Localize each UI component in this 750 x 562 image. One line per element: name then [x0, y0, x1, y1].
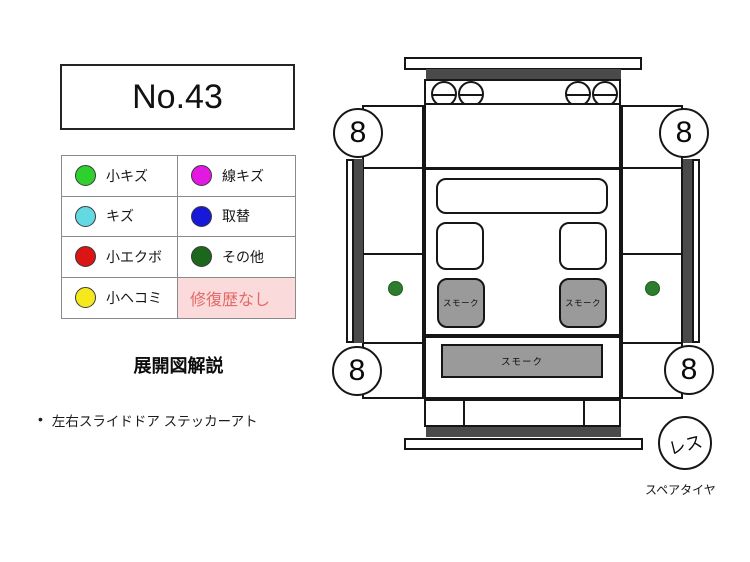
legend-label: 線キズ: [222, 167, 264, 184]
damage-legend-table: 小キズ 線キズ キズ 取替 小エクボ その他 小ヘコミ 修復歴なし: [61, 155, 296, 319]
legend-label: その他: [222, 248, 264, 265]
wheel-rating-front-right: 8: [659, 108, 709, 158]
smoke-window-right-slide-door: スモーク: [559, 278, 607, 328]
window-front-right: [559, 222, 607, 270]
window-front-left: [436, 222, 484, 270]
side-panel-divider: [623, 342, 681, 344]
rear-panel-divider: [583, 401, 585, 425]
lot-number-box: No.43: [60, 64, 295, 130]
dark-green-dot-icon: [191, 246, 212, 268]
diagram-notes-heading: 展開図解説: [133, 356, 224, 376]
side-panel-divider: [623, 253, 681, 255]
legend-label: 取替: [222, 208, 250, 225]
rocker-strip-right: [692, 159, 700, 343]
lot-number-label: No.43: [132, 77, 223, 116]
side-panel-divider: [364, 253, 422, 255]
smoke-window-left-slide-door: スモーク: [437, 278, 485, 328]
legend-label: 小キズ: [106, 167, 148, 184]
spare-tire-badge: レス: [658, 416, 712, 470]
wheel-rating-value: 8: [348, 354, 366, 387]
cyan-dot-icon: [75, 205, 96, 227]
blue-dot-icon: [191, 205, 212, 227]
rocker-trim-right: [683, 159, 692, 343]
windshield: [436, 178, 608, 214]
legend-item-line-scratch: 線キズ: [178, 156, 295, 197]
headlight-icon: [431, 81, 457, 107]
legend-item-small-dimple: 小エクボ: [62, 237, 178, 278]
rear-smoke-window: スモーク: [441, 344, 603, 378]
smoke-label: スモーク: [564, 298, 601, 308]
rocker-strip-left: [346, 159, 354, 343]
green-dot-icon: [75, 165, 96, 187]
legend-item-small-dent: 小ヘコミ: [62, 277, 178, 318]
smoke-label: スモーク: [442, 298, 479, 308]
side-panel-divider: [623, 167, 681, 169]
wheel-rating-front-left: 8: [333, 108, 383, 158]
rear-bumper-bar: [404, 438, 643, 450]
side-panel-divider: [364, 342, 422, 344]
legend-item-other: その他: [178, 237, 295, 278]
wheel-rating-value: 8: [349, 116, 367, 149]
damage-mark-left-slide-door: [388, 281, 403, 296]
headlight-panel: [424, 79, 621, 107]
legend-item-scratch: キズ: [62, 196, 178, 237]
smoke-label: スモーク: [500, 357, 543, 368]
magenta-dot-icon: [191, 165, 212, 187]
diagram-note-item: 左右スライドドア ステッカーアト: [38, 410, 338, 430]
front-grille-trim: [426, 69, 621, 79]
wheel-rating-value: 8: [675, 116, 693, 149]
yellow-dot-icon: [75, 287, 96, 309]
headlight-icon: [458, 81, 484, 107]
legend-label: 小エクボ: [106, 248, 162, 265]
rear-lower-panel: [424, 399, 621, 427]
legend-item-small-scratch: 小キズ: [62, 156, 178, 197]
damage-mark-right-slide-door: [645, 281, 660, 296]
rear-panel-divider: [463, 401, 465, 425]
side-panel-divider: [364, 167, 422, 169]
headlight-icon: [592, 81, 618, 107]
legend-item-replaced: 取替: [178, 197, 295, 237]
wheel-rating-value: 8: [680, 353, 698, 386]
repair-history-label: 修復歴なし: [190, 291, 271, 309]
note-text: 左右スライドドア ステッカーアト: [51, 414, 258, 429]
side-panel-left: [362, 105, 424, 399]
spare-tire-caption: スペアタイヤ: [645, 483, 716, 497]
legend-label: 小ヘコミ: [106, 289, 162, 306]
red-dot-icon: [75, 246, 96, 268]
repair-history-cell: 修復歴なし: [178, 277, 295, 318]
spare-tire-badge-label: レス: [666, 431, 705, 459]
wheel-rating-rear-right: 8: [664, 345, 714, 395]
rocker-trim-left: [354, 159, 363, 343]
wheel-rating-rear-left: 8: [332, 346, 382, 396]
legend-label: キズ: [106, 208, 134, 225]
hood-panel: [424, 103, 621, 169]
rear-trim: [426, 427, 621, 437]
